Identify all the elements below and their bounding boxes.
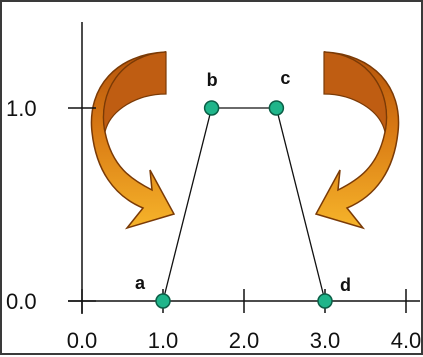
y-tick-label: 1.0 [6, 96, 37, 121]
point-b [203, 100, 220, 116]
trapezoid-line [162, 107, 326, 302]
axes: 0.0 1.0 2.0 3.0 4.0 0.0 1.0 [6, 22, 421, 353]
x-tick-label: 2.0 [229, 328, 260, 353]
right-curved-arrow-icon [314, 51, 400, 230]
point-label-d: d [340, 275, 351, 295]
x-tick-label: 3.0 [310, 328, 341, 353]
point-a [155, 293, 171, 309]
x-tick-label: 1.0 [148, 328, 179, 353]
y-tick-label: 0.0 [6, 289, 37, 314]
point-label-c: c [280, 68, 290, 88]
point-d [317, 293, 333, 309]
x-tick-label: 4.0 [391, 328, 422, 353]
point-c [268, 100, 285, 116]
point-label-a: a [135, 273, 146, 293]
point-label-b: b [207, 70, 218, 90]
left-curved-arrow-icon [90, 51, 176, 230]
x-tick-label: 0.0 [67, 328, 98, 353]
trapezoid-shape: a b c d [135, 68, 351, 309]
